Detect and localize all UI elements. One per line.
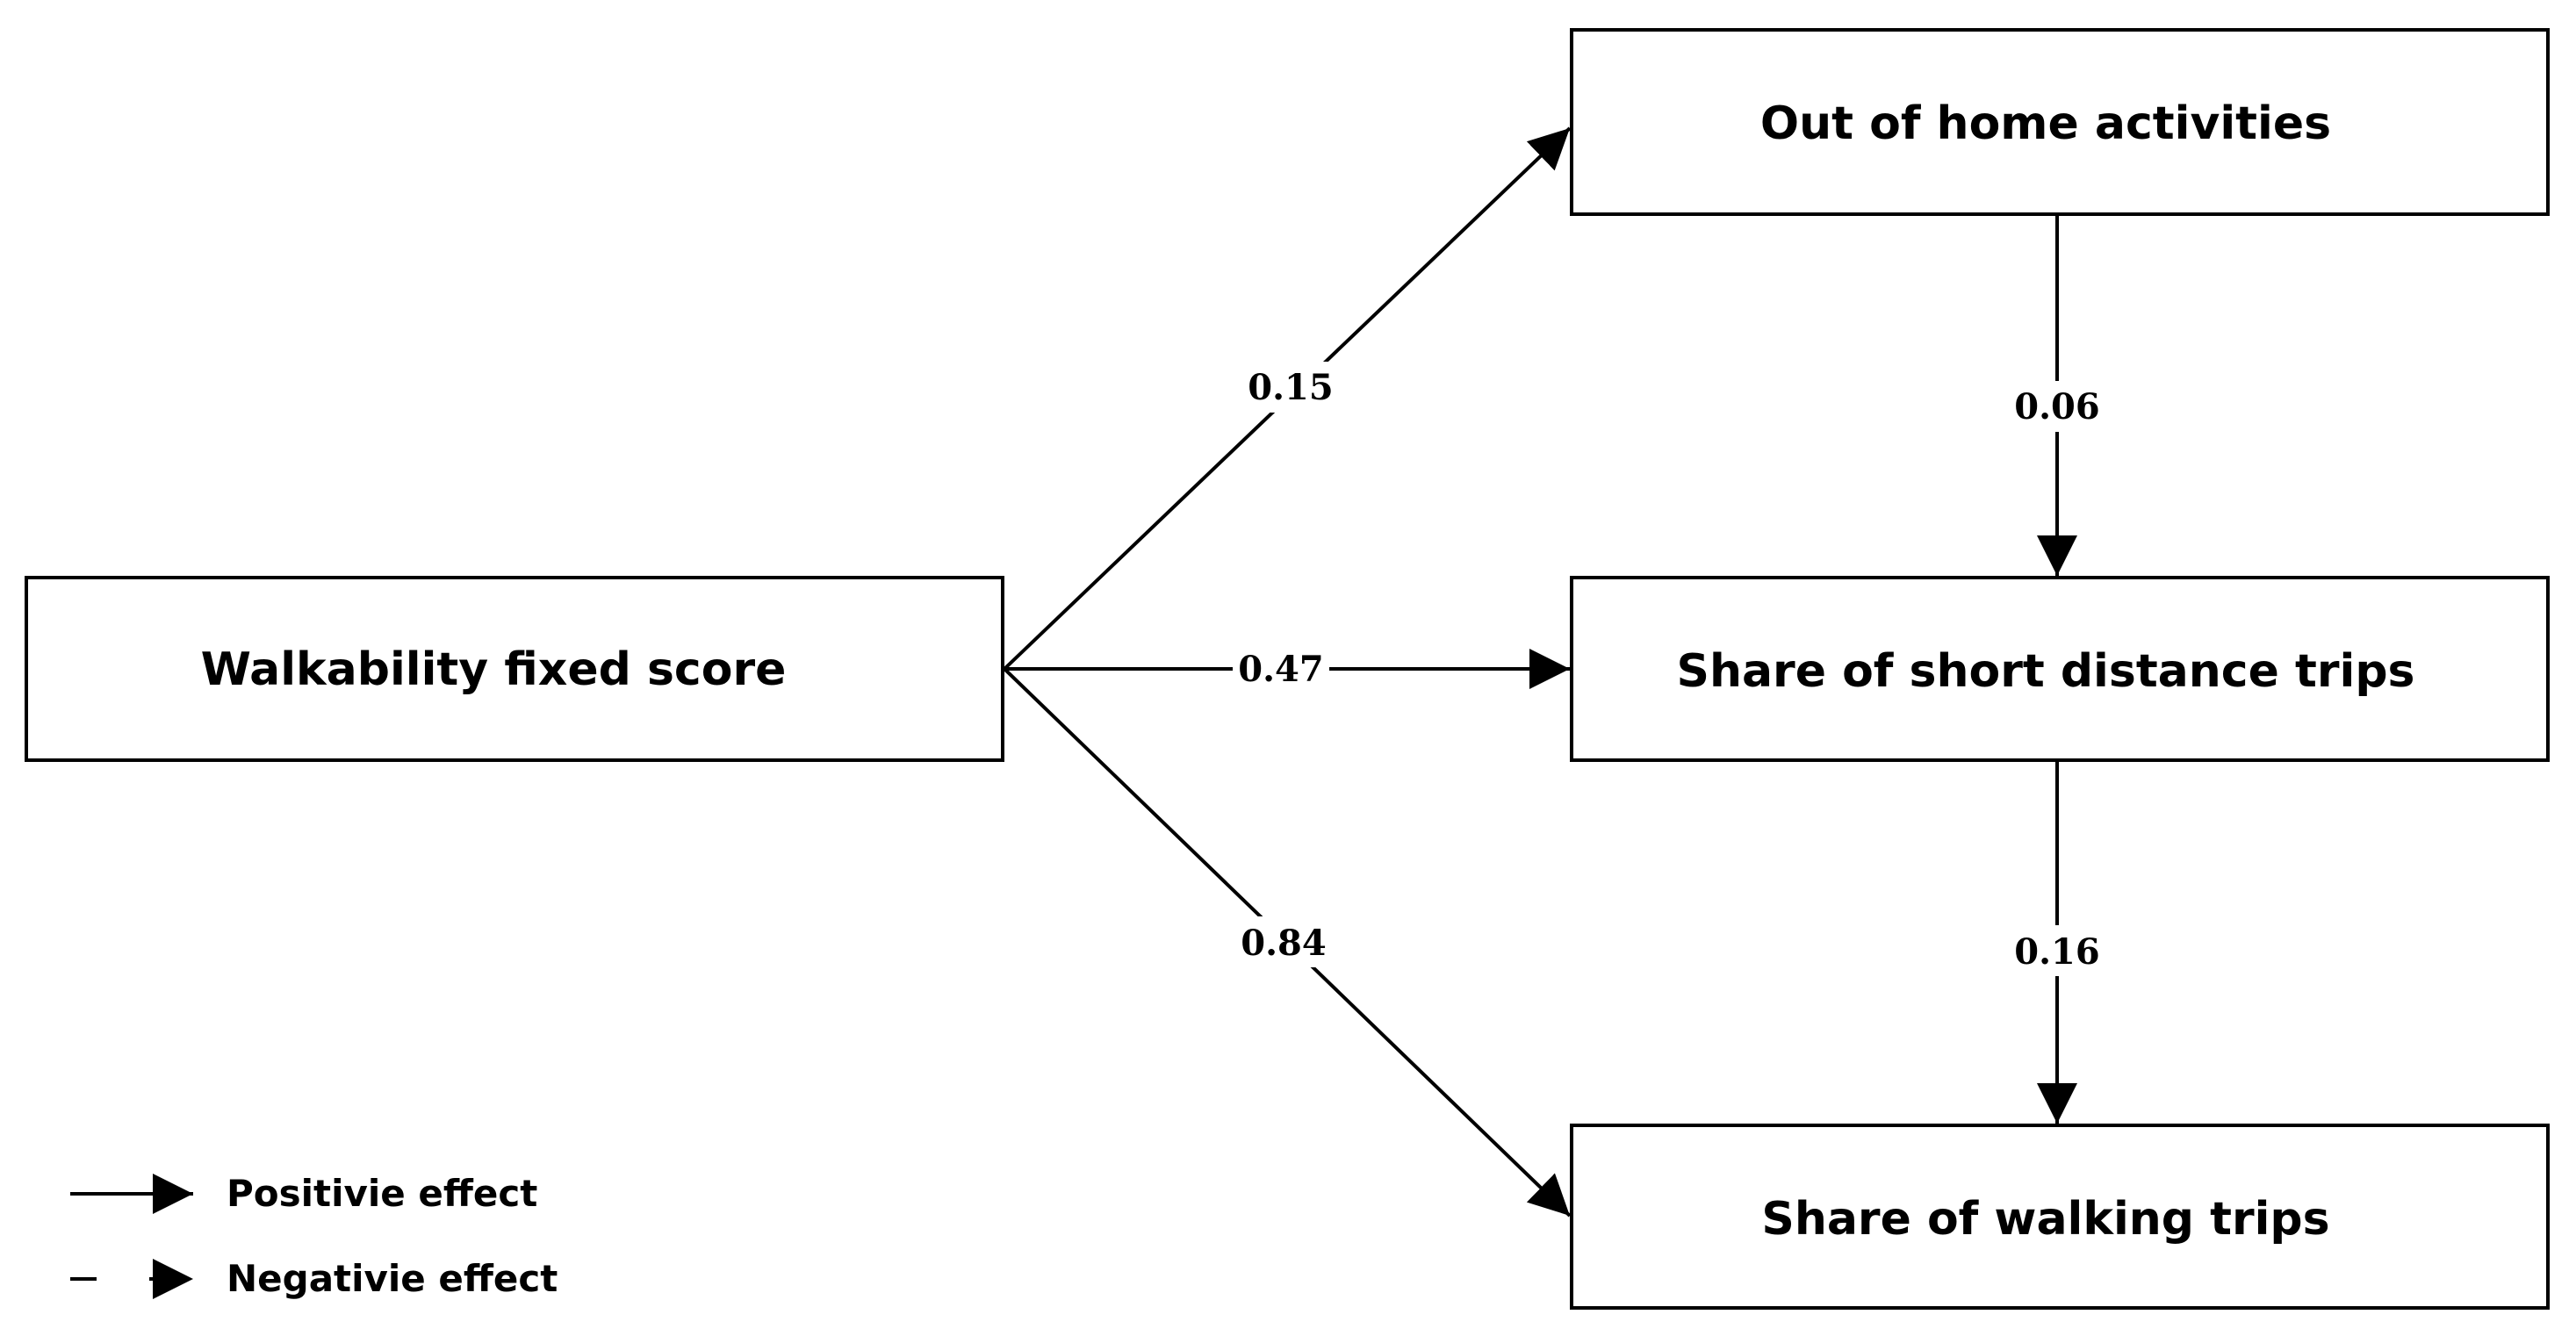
legend-positive: Positivie effect <box>70 1172 537 1215</box>
edge-label-bg <box>1233 645 1329 693</box>
node-box <box>25 576 1004 762</box>
edge-walkability-to-short-distance: 0.47 <box>1004 645 1570 693</box>
legend-label-negative: Negativie effect <box>227 1257 558 1300</box>
edge-label-bg <box>1238 362 1343 413</box>
coefficient-label: 0.84 <box>1241 923 1326 964</box>
edge-short-distance-to-walking: 0.16 <box>2004 760 2110 1124</box>
node-box <box>1570 28 2550 216</box>
node-label: Walkability fixed score <box>201 643 787 696</box>
coefficient-label: 0.06 <box>2014 386 2099 427</box>
edge-label-bg <box>1231 916 1336 967</box>
edge-label-bg <box>2004 381 2110 432</box>
node-label: Share of walking trips <box>1761 1193 2329 1246</box>
node-share-short-distance-trips: Share of short distance trips <box>1570 576 2550 762</box>
node-share-walking-trips: Share of walking trips <box>1570 1124 2550 1310</box>
legend-negative: Negativie effect <box>70 1257 558 1300</box>
edge-walkability-to-out-of-home: 0.15 <box>1003 126 1572 671</box>
node-box <box>1570 576 2550 762</box>
node-walkability-fixed-score: Walkability fixed score <box>25 576 1004 762</box>
node-box <box>1570 1124 2550 1310</box>
coefficient-label: 0.15 <box>1248 367 1333 408</box>
coefficient-label: 0.47 <box>1238 649 1323 690</box>
coefficient-label: 0.16 <box>2014 931 2099 973</box>
legend-label-positive: Positivie effect <box>227 1172 537 1215</box>
edge-out-of-home-to-short-distance: 0.06 <box>2004 214 2110 576</box>
edge-label-bg <box>2004 925 2110 976</box>
node-label: Share of short distance trips <box>1677 645 2415 698</box>
node-out-of-home-activities: Out of home activities <box>1570 28 2550 216</box>
node-label: Out of home activities <box>1760 97 2331 150</box>
edge-walkability-to-walking: 0.84 <box>1003 667 1572 1217</box>
legend: Positivie effect Negativie effect <box>70 1172 558 1300</box>
